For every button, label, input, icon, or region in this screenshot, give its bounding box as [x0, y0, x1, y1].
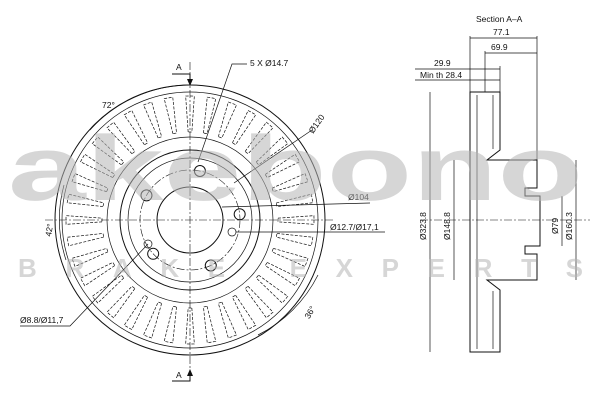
- cooling-vane: [91, 274, 125, 304]
- cooling-vane: [106, 285, 136, 319]
- section-label: Section A–A: [476, 14, 523, 24]
- cooling-vane: [244, 121, 274, 155]
- cooling-vane: [277, 215, 315, 225]
- cooling-vane: [80, 261, 116, 287]
- label-bolt-pattern: 5 X Ø14.7: [250, 58, 289, 68]
- cooling-vane: [143, 301, 163, 339]
- bolt-hole: [140, 189, 153, 202]
- cooling-vane: [231, 110, 257, 146]
- cooling-vane: [106, 121, 136, 155]
- cooling-vane: [123, 110, 149, 146]
- cooling-vane: [123, 294, 149, 330]
- label-small-holes: Ø8.8/Ø11,7: [20, 315, 64, 325]
- watermark-logo: akebono: [8, 118, 583, 220]
- cooling-vane: [203, 96, 217, 135]
- leader-bolt-circle: [233, 129, 313, 184]
- bolt-hole: [233, 208, 246, 221]
- leader-small-holes: [20, 243, 149, 327]
- watermark: akebono BRAKE EXPERTS: [8, 118, 583, 283]
- arc-angle-72: [89, 84, 191, 131]
- arc-angle-36: [257, 274, 319, 336]
- cooling-vane: [244, 285, 274, 319]
- cooling-vane: [231, 294, 257, 330]
- cooling-vane: [275, 233, 314, 247]
- cooling-vane: [185, 95, 195, 133]
- cooling-vane: [91, 136, 125, 166]
- cooling-vane: [271, 247, 309, 267]
- cooling-vane: [217, 301, 237, 339]
- cooling-vane: [71, 173, 109, 193]
- cooling-vane: [271, 173, 309, 193]
- cooling-vanes: [65, 95, 315, 345]
- label-outer-diameter: Ø323.8: [418, 212, 428, 240]
- cooling-vane: [185, 307, 195, 345]
- svg-text:A: A: [176, 370, 182, 380]
- cooling-vane: [217, 101, 237, 139]
- label-hat-diameter: Ø160.3: [564, 212, 574, 240]
- cooling-vane: [66, 193, 105, 207]
- label-inner-diameter: Ø148.8: [442, 212, 452, 240]
- leader-bolt-pattern: [197, 63, 247, 163]
- cooling-vane: [66, 233, 105, 247]
- front-view: A A 5 X Ø14.7 Ø120 Ø104 Ø12.7/Ø17,1 Ø8.8…: [20, 58, 385, 382]
- cooling-vane: [163, 305, 177, 344]
- cooling-vane: [255, 274, 289, 304]
- bolt-hole: [193, 164, 206, 177]
- svg-text:A: A: [176, 62, 182, 72]
- label-center-bore: Ø104: [348, 192, 369, 202]
- label-min-thickness: Min th 28.4: [420, 70, 462, 80]
- watermark-tagline: BRAKE EXPERTS: [18, 253, 583, 283]
- cooling-vane: [203, 305, 217, 344]
- bolt-hole: [204, 259, 217, 272]
- label-hub-diameter: Ø79: [550, 218, 560, 234]
- label-angle-72: 72°: [102, 100, 115, 110]
- cooling-vane: [65, 215, 103, 225]
- section-marker-top: A: [172, 62, 193, 86]
- arc-angle-42: [59, 184, 67, 261]
- cooling-vane: [264, 153, 300, 179]
- disc-section-profile: [469, 91, 541, 353]
- cooling-vane: [143, 101, 163, 139]
- cooling-vane: [163, 96, 177, 135]
- label-stud-holes: Ø12.7/Ø17,1: [330, 222, 379, 232]
- label-thickness: 29.9: [434, 58, 451, 68]
- cooling-vane: [71, 247, 109, 267]
- label-angle-42: 42°: [43, 223, 55, 237]
- cooling-vane: [264, 261, 300, 287]
- stud-hole: [227, 227, 237, 237]
- label-hat-height: 69.9: [491, 42, 508, 52]
- cooling-vane: [80, 153, 116, 179]
- bolt-hole: [147, 247, 160, 260]
- section-marker-bottom: A: [172, 369, 193, 382]
- leader-center-bore: [221, 202, 371, 208]
- cooling-vane: [275, 193, 314, 207]
- bolt-holes: [140, 164, 246, 272]
- label-angle-36: 36°: [302, 304, 317, 320]
- section-view: Section A–A 77.1 69.9 29.9 Min th 28.4 Ø…: [415, 14, 590, 353]
- label-total-height: 77.1: [493, 27, 510, 37]
- stud-hole: [143, 239, 153, 249]
- cooling-vane: [255, 136, 289, 166]
